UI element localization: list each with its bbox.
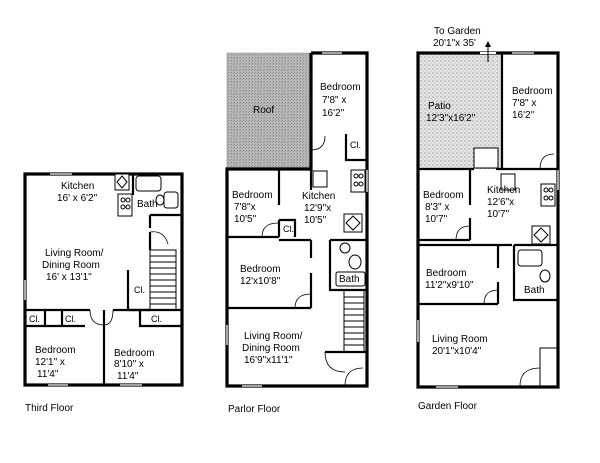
garden-living-name: Living Room xyxy=(432,334,488,345)
third-living-name-2: Dining Room xyxy=(42,260,100,271)
roof-label: Roof xyxy=(253,105,274,116)
parlor-kitchen-size: 12'9"x xyxy=(304,203,331,214)
third-bedroom1-size: 12'1" x xyxy=(35,357,65,368)
third-bath-label: Bath xyxy=(137,199,158,210)
patio-size: 12'3"x16'2" xyxy=(426,113,476,124)
garden-kitchen-size-2: 10'7" xyxy=(487,209,510,220)
third-bedroom2-size: 8'10" x xyxy=(114,359,144,370)
parlor-bedroom-mid-size: 12'x10'8" xyxy=(240,276,281,287)
parlor-floor-plan: Roof Bedroom 7'8" x 16'2" Cl. Bedroom 7'… xyxy=(225,51,369,388)
roof-area xyxy=(226,52,312,170)
parlor-bedroom-small-size: 7'8"x xyxy=(234,202,256,213)
third-closet-1: Cl. xyxy=(29,314,40,324)
garden-dimensions: 20'1"x 35' xyxy=(433,38,476,49)
third-kitchen-size: 16' x 6'2" xyxy=(57,193,98,204)
parlor-living-size: 16'9"x11'1" xyxy=(244,355,293,366)
third-bedroom1-size-2: 11'4" xyxy=(37,369,59,380)
parlor-living-name: Living Room/ xyxy=(244,331,303,342)
third-floor-stairs xyxy=(150,255,176,305)
patio-name: Patio xyxy=(428,101,451,112)
garden-bedroom-top-name: Bedroom xyxy=(512,86,553,97)
parlor-bedroom-top-size-2: 16'2" xyxy=(322,108,345,119)
third-kitchen-name: Kitchen xyxy=(61,181,94,192)
garden-bedroom-mid-size: 11'2"x9'10" xyxy=(425,280,474,291)
parlor-bedroom-top-size: 7'8" x xyxy=(322,95,346,106)
parlor-kitchen-size-2: 10'5" xyxy=(304,215,327,226)
garden-living-size: 20'1"x10'4" xyxy=(432,346,482,357)
parlor-floor-caption: Parlor Floor xyxy=(228,404,281,415)
garden-bedroom-mid-name: Bedroom xyxy=(426,268,467,279)
garden-bath-label: Bath xyxy=(524,285,545,296)
garden-kitchen-size: 12'6"x xyxy=(487,197,514,208)
parlor-bedroom-small-name: Bedroom xyxy=(232,190,273,201)
third-closet-3: Cl. xyxy=(151,314,162,324)
garden-bedroom-small-name: Bedroom xyxy=(423,190,464,201)
garden-floor-caption: Garden Floor xyxy=(418,401,478,412)
parlor-bath-label: Bath xyxy=(339,274,360,285)
third-living-size: 16' x 13'1" xyxy=(46,272,92,283)
third-closet-2: Cl. xyxy=(65,314,76,324)
third-living-name: Living Room/ xyxy=(45,248,104,259)
parlor-living-name-2: Dining Room xyxy=(242,343,300,354)
third-floor-caption: Third Floor xyxy=(25,403,74,414)
third-closet-stair: Cl. xyxy=(134,285,145,295)
parlor-floor-stairs xyxy=(344,296,364,346)
third-bedroom1-name: Bedroom xyxy=(35,345,76,356)
garden-bedroom-small-size: 8'3" x xyxy=(425,202,449,213)
to-garden-label: To Garden xyxy=(434,26,481,37)
parlor-closet-mid: Cl. xyxy=(283,224,294,234)
parlor-bedroom-top-name: Bedroom xyxy=(320,82,361,93)
garden-bedroom-top-size-2: 16'2" xyxy=(512,110,535,121)
third-floor-plan: Kitchen 16' x 6'2" Bath Living Room/ Din… xyxy=(23,172,184,387)
garden-kitchen-name: Kitchen xyxy=(487,185,520,196)
parlor-bedroom-small-size-2: 10'5" xyxy=(234,214,257,225)
garden-bedroom-small-size-2: 10'7" xyxy=(425,214,448,225)
garden-floor-plan: To Garden 20'1"x 35' Patio 12'3"x16'2" B… xyxy=(416,26,560,389)
third-bedroom2-size-2: 11'4" xyxy=(117,371,139,382)
parlor-closet-top: Cl. xyxy=(350,140,361,150)
third-bedroom2-name: Bedroom xyxy=(114,348,155,359)
garden-bedroom-top-size: 7'8" x xyxy=(512,98,536,109)
parlor-bedroom-mid-name: Bedroom xyxy=(240,264,281,275)
parlor-kitchen-name: Kitchen xyxy=(302,191,335,202)
